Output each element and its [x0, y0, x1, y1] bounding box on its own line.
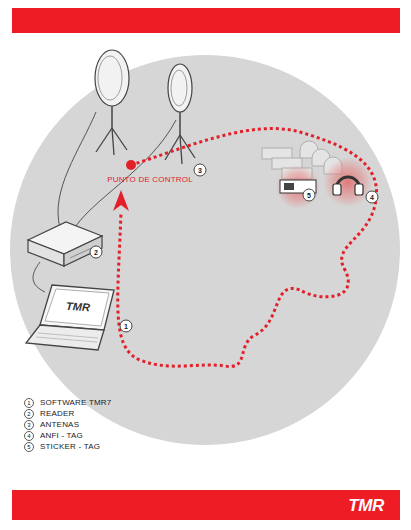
legend-text: ANTENAS — [40, 421, 79, 429]
legend-number: 1 — [27, 400, 30, 406]
callout-number: 3 — [198, 167, 202, 174]
circuit-path — [118, 129, 377, 367]
callout-number: 1 — [124, 323, 128, 330]
laptop-logo: TMR — [66, 301, 91, 314]
tag-glow — [276, 165, 320, 209]
callout-ring — [90, 164, 378, 332]
legend-text: STICKER - TAG — [40, 443, 100, 451]
tag-glow — [323, 157, 373, 207]
legend-text: READER — [40, 410, 75, 418]
reader-wire — [33, 262, 45, 292]
legend-number: 2 — [27, 411, 30, 417]
callout-number: 5 — [307, 192, 311, 199]
legend-ring — [25, 399, 34, 452]
legend-number: 4 — [27, 433, 30, 439]
callout-number: 2 — [94, 249, 98, 256]
anfi-tag — [333, 177, 363, 195]
legend-text: SOFTWARE TMR7 — [40, 399, 112, 407]
legend-number: 5 — [27, 444, 30, 450]
control-point-label: PUNTO DE CONTROL — [107, 176, 193, 184]
control-point — [126, 160, 136, 170]
footer-logo: TMR — [348, 497, 383, 514]
ground-circle — [10, 55, 400, 445]
antenna — [95, 50, 129, 155]
legend-text: ANFI - TAG — [40, 432, 83, 440]
legend-number: 3 — [27, 422, 30, 428]
antenna — [165, 64, 195, 164]
callout-number: 4 — [370, 194, 374, 201]
antenna-wire — [58, 112, 96, 228]
laptop — [26, 285, 114, 350]
bottom-bar — [12, 490, 400, 520]
top-bar — [12, 8, 400, 33]
direction-arrow — [113, 190, 129, 211]
reader — [28, 222, 102, 266]
